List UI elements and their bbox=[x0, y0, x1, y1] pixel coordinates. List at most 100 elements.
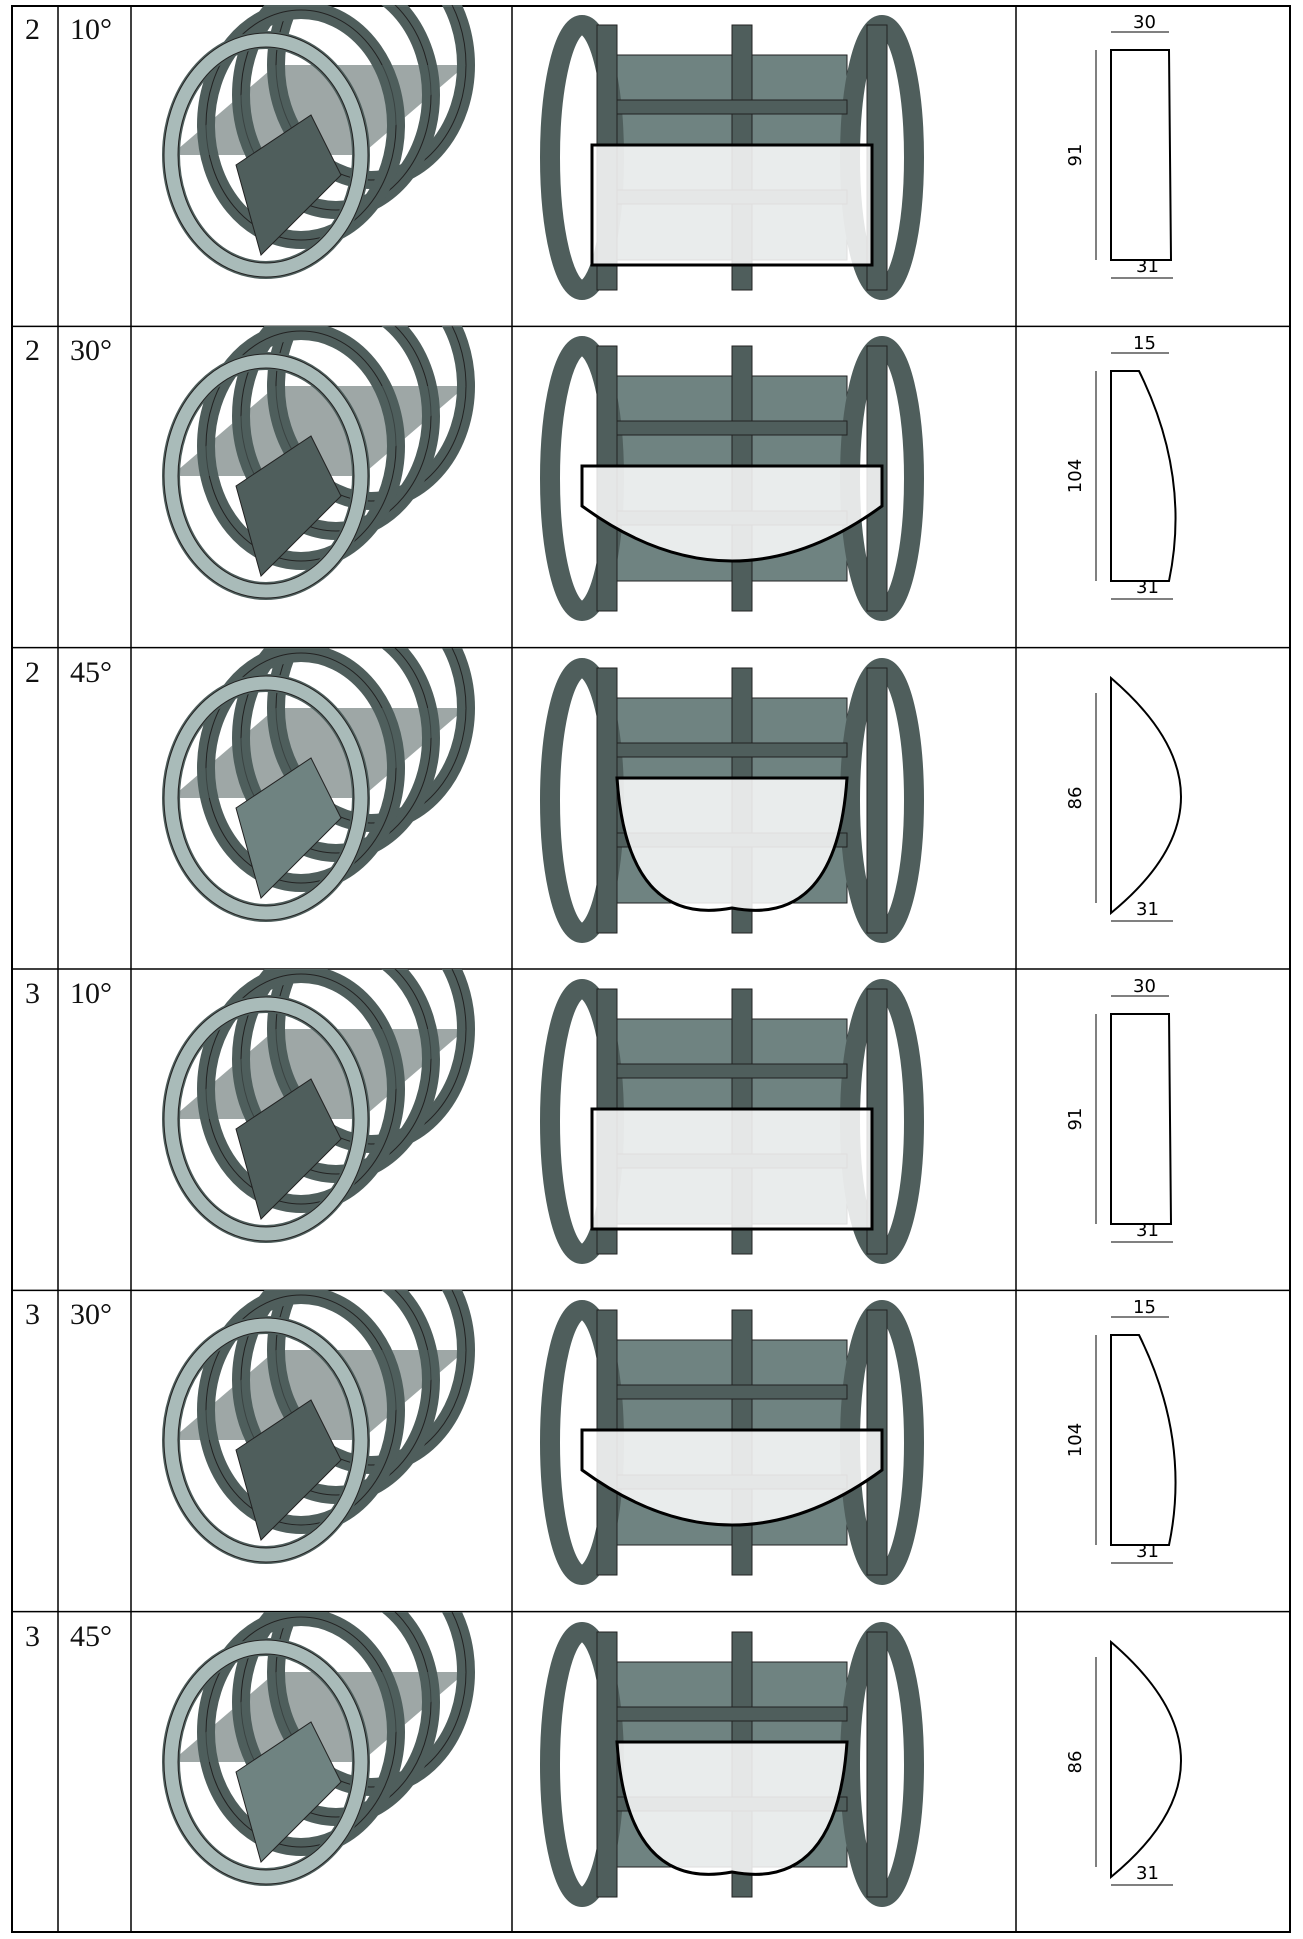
isometric-view-cell-svg bbox=[162, 1547, 475, 1886]
blade-angle: 10° bbox=[70, 13, 112, 46]
blade-count-cell: 3 bbox=[11, 1290, 58, 1611]
angle-cell: 10° bbox=[58, 969, 131, 1290]
cross-section-cell: 86 31 bbox=[1016, 648, 1291, 969]
table-row: 3 10° 91 31 30 bbox=[11, 905, 1291, 1290]
blade-angle: 30° bbox=[70, 1298, 112, 1332]
side-view-cell-svg bbox=[540, 1621, 924, 1907]
isometric-view-cell-svg bbox=[162, 905, 475, 1243]
side-view-cell bbox=[512, 326, 1016, 647]
top-dimension-label: 30 bbox=[1133, 12, 1156, 33]
cross-section-cell: 104 31 15 bbox=[1016, 1290, 1291, 1611]
cross-section-cell-svg: 91 31 30 bbox=[1065, 12, 1173, 279]
table-row: 3 30° 104 31 15 bbox=[11, 1226, 1291, 1611]
bottom-dimension-label: 31 bbox=[1136, 1863, 1159, 1884]
side-view-cell-svg bbox=[540, 336, 924, 622]
cross-section-drawing: 91 31 30 bbox=[1065, 12, 1173, 279]
angle-cell: 10° bbox=[58, 5, 131, 326]
isometric-view-cell-svg bbox=[162, 1226, 475, 1565]
side-view-drawing bbox=[540, 1300, 924, 1586]
side-view-drawing bbox=[540, 336, 924, 622]
blade-count-cell: 3 bbox=[11, 969, 58, 1290]
isometric-view-drawing bbox=[162, 905, 475, 1243]
cross-section-drawing: 104 31 15 bbox=[1065, 1297, 1177, 1564]
blade-count: 3 bbox=[25, 1298, 40, 1332]
blade-angle: 10° bbox=[70, 977, 112, 1010]
side-view-drawing bbox=[540, 15, 924, 300]
side-view-drawing bbox=[540, 1621, 924, 1907]
isometric-view-drawing bbox=[162, 1226, 475, 1565]
height-dimension-label: 86 bbox=[1065, 786, 1086, 809]
angle-cell: 30° bbox=[58, 326, 131, 647]
side-view-drawing bbox=[540, 979, 924, 1264]
top-dimension-label: 15 bbox=[1133, 333, 1156, 354]
blade-count-cell: 2 bbox=[11, 326, 58, 647]
bottom-dimension-label: 31 bbox=[1136, 256, 1159, 277]
blade-count: 3 bbox=[25, 977, 40, 1010]
cross-section-cell: 104 31 15 bbox=[1016, 326, 1291, 647]
angle-cell: 45° bbox=[58, 1612, 131, 1933]
table-row: 3 45° 86 31 bbox=[11, 1547, 1291, 1933]
top-dimension-label: 30 bbox=[1133, 976, 1156, 997]
isometric-view-cell-svg bbox=[162, 0, 475, 279]
side-view-cell-svg bbox=[540, 15, 924, 300]
cross-section-cell-svg: 104 31 15 bbox=[1065, 333, 1177, 600]
cross-section-drawing: 91 31 30 bbox=[1065, 976, 1173, 1243]
isometric-view-cell-svg bbox=[162, 583, 475, 922]
table-row: 2 45° 86 31 bbox=[11, 583, 1291, 969]
isometric-view-cell bbox=[131, 1226, 512, 1611]
bottom-dimension-label: 31 bbox=[1136, 899, 1159, 920]
blade-count-cell: 2 bbox=[11, 5, 58, 326]
isometric-view-cell bbox=[131, 1547, 512, 1933]
height-dimension-label: 104 bbox=[1065, 459, 1086, 493]
bottom-dimension-label: 31 bbox=[1136, 1220, 1159, 1241]
blade-count: 2 bbox=[25, 13, 40, 46]
blade-angle: 45° bbox=[70, 655, 112, 689]
side-view-cell-svg bbox=[540, 657, 924, 943]
blade-count: 3 bbox=[25, 1619, 40, 1653]
side-view-cell bbox=[512, 648, 1016, 969]
table-row: 2 10° 91 31 30 bbox=[11, 0, 1291, 326]
cross-section-cell: 91 31 30 bbox=[1016, 969, 1291, 1290]
bottom-dimension-label: 31 bbox=[1136, 577, 1159, 598]
cross-section-drawing: 86 31 bbox=[1065, 1639, 1182, 1886]
angle-cell: 45° bbox=[58, 648, 131, 969]
cross-section-cell-svg: 86 31 bbox=[1065, 1639, 1182, 1886]
side-view-cell bbox=[512, 1290, 1016, 1611]
cross-section-drawing: 104 31 15 bbox=[1065, 333, 1177, 600]
bottom-dimension-label: 31 bbox=[1136, 1541, 1159, 1562]
height-dimension-label: 104 bbox=[1065, 1423, 1086, 1457]
blade-angle: 30° bbox=[70, 334, 112, 368]
isometric-view-drawing bbox=[162, 0, 475, 279]
cross-section-cell-svg: 104 31 15 bbox=[1065, 1297, 1177, 1564]
blade-count: 2 bbox=[25, 334, 40, 368]
cross-section-cell: 91 31 30 bbox=[1016, 5, 1291, 326]
isometric-view-cell bbox=[131, 0, 512, 326]
isometric-view-cell bbox=[131, 262, 512, 647]
blade-angle: 45° bbox=[70, 1619, 112, 1653]
side-view-drawing bbox=[540, 657, 924, 943]
isometric-view-cell-svg bbox=[162, 262, 475, 601]
table-row: 2 30° 104 31 15 bbox=[11, 262, 1291, 647]
cross-section-cell-svg: 91 31 30 bbox=[1065, 976, 1173, 1243]
isometric-view-cell bbox=[131, 583, 512, 969]
cross-section-cell-svg: 86 31 bbox=[1065, 675, 1182, 922]
isometric-view-drawing bbox=[162, 1547, 475, 1886]
angle-cell: 30° bbox=[58, 1290, 131, 1611]
height-dimension-label: 91 bbox=[1065, 144, 1086, 167]
side-view-cell-svg bbox=[540, 1300, 924, 1586]
side-view-cell bbox=[512, 5, 1016, 326]
height-dimension-label: 86 bbox=[1065, 1750, 1086, 1773]
side-view-cell bbox=[512, 1612, 1016, 1933]
side-view-cell-svg bbox=[540, 979, 924, 1264]
isometric-view-drawing bbox=[162, 583, 475, 922]
cross-section-drawing: 86 31 bbox=[1065, 675, 1182, 922]
cross-section-cell: 86 31 bbox=[1016, 1612, 1291, 1933]
blade-count-cell: 2 bbox=[11, 648, 58, 969]
height-dimension-label: 91 bbox=[1065, 1108, 1086, 1131]
table-grid bbox=[11, 5, 1291, 1933]
blade-count: 2 bbox=[25, 655, 40, 689]
isometric-view-drawing bbox=[162, 262, 475, 601]
isometric-view-cell bbox=[131, 905, 512, 1290]
top-dimension-label: 15 bbox=[1133, 1297, 1156, 1318]
